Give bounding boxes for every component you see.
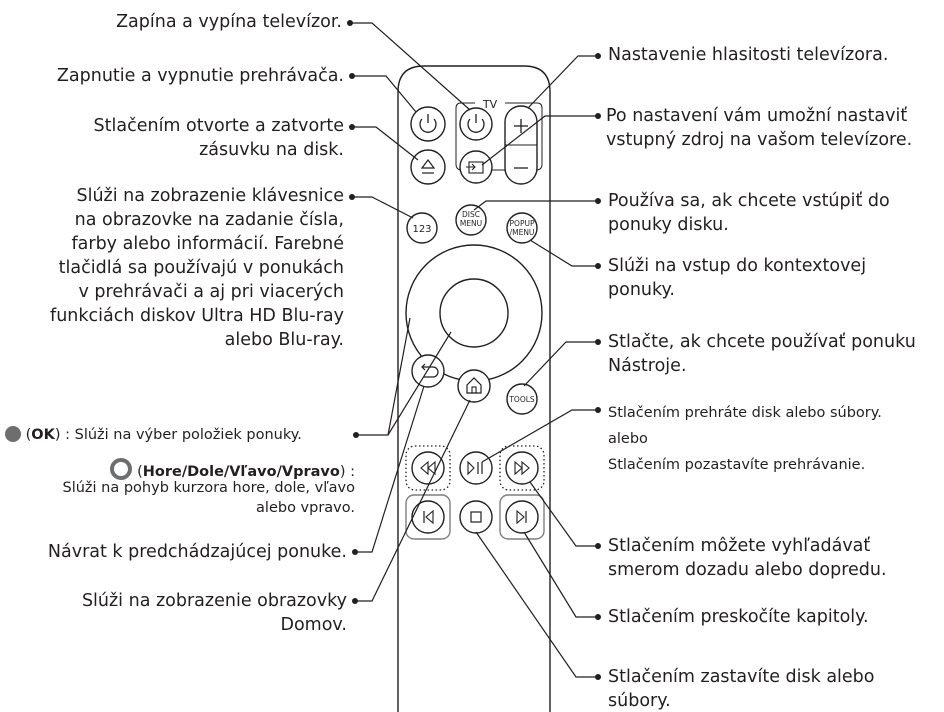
skip-back-button[interactable] <box>411 500 445 534</box>
ok-button-swatch-icon <box>5 426 21 442</box>
rewind-button[interactable] <box>411 451 445 485</box>
button-123[interactable]: 123 <box>406 212 438 244</box>
svg-text:/MENU: /MENU <box>510 228 535 237</box>
tools-button[interactable]: TOOLS <box>506 383 538 415</box>
ok-button[interactable] <box>439 278 509 348</box>
fast-forward-button[interactable] <box>505 451 539 485</box>
leader-stop <box>475 531 598 678</box>
source-button[interactable] <box>459 150 493 184</box>
svg-text:DISC: DISC <box>462 210 480 219</box>
volume-rocker[interactable] <box>504 105 538 185</box>
leader-tv-power <box>350 22 471 111</box>
leader-home <box>355 399 471 602</box>
leader-ring <box>387 317 411 436</box>
leader-volume <box>527 55 598 109</box>
leader-disc-menu <box>473 200 598 211</box>
skip-back-group-outline <box>405 494 451 540</box>
leader-dots <box>347 20 601 680</box>
svg-text:POPUP: POPUP <box>510 219 535 228</box>
rewind-group-outline <box>405 445 451 491</box>
label-directional-desc: Slúži na pohyb kurzora hore, dole, vľavo… <box>62 480 356 516</box>
eject-button[interactable] <box>410 149 446 185</box>
label-tv-power: Zapína a vypína televízor. <box>116 12 342 32</box>
tv-power-button[interactable] <box>459 107 493 141</box>
leader-source <box>481 115 598 166</box>
disc-menu-button[interactable]: DISC MENU <box>455 204 487 236</box>
svg-text:123: 123 <box>412 224 431 235</box>
remote-body <box>397 65 551 712</box>
skip-forward-group-outline <box>499 494 545 540</box>
leader-123 <box>352 196 414 219</box>
skip-forward-button[interactable] <box>505 500 539 534</box>
label-player-power: Zapnutie a vypnutie prehrávača. <box>56 66 344 86</box>
play-pause-button[interactable] <box>459 451 493 485</box>
leader-tools <box>523 341 598 387</box>
back-button[interactable] <box>411 354 445 388</box>
leader-play <box>481 409 598 463</box>
svg-text:MENU: MENU <box>460 219 482 228</box>
player-power-button[interactable] <box>410 106 446 142</box>
label-back: Návrat k predchádzajúcej ponuke. <box>47 542 347 562</box>
leader-back <box>355 385 425 553</box>
svg-text:TOOLS: TOOLS <box>508 395 535 404</box>
leader-skip <box>523 531 598 618</box>
directional-ring-swatch-icon <box>110 458 133 480</box>
leader-popup <box>529 239 598 267</box>
stop-button[interactable] <box>459 500 493 534</box>
label-ok: (OK) : Slúži na výber položiek ponuky. <box>5 425 302 445</box>
label-volume: Nastavenie hlasitosti televízora. <box>608 45 889 65</box>
tv-group-label: TV <box>482 98 498 111</box>
label-skip: Stlačením preskočíte kapitoly. <box>608 607 869 627</box>
leader-player-power <box>352 75 417 113</box>
popup-menu-button[interactable]: POPUP /MENU <box>506 212 538 244</box>
label-play-pause: Stlačením prehráte disk alebo súbory.ale… <box>608 405 882 473</box>
label-directional: (Hore/Dole/Vľavo/Vpravo) : <box>110 458 355 482</box>
forward-group-outline <box>499 445 545 491</box>
leader-eject <box>352 126 419 161</box>
leader-search <box>529 481 598 547</box>
tv-group-bracket <box>455 102 543 171</box>
home-button[interactable] <box>457 369 491 403</box>
